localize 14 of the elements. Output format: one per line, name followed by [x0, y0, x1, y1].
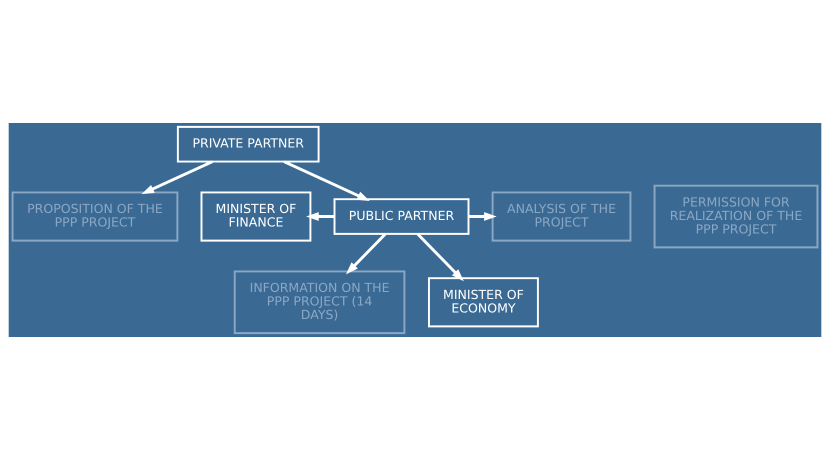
node-box: PUBLIC PARTNER [334, 198, 470, 234]
arrow [141, 160, 213, 194]
node-box: ANALYSIS OF THE PROJECT [492, 190, 632, 242]
node-box: PROPOSITION OF THE PPP PROJECT [12, 190, 178, 242]
node-box: INFORMATION ON THE PPP PROJECT (14 DAYS) [234, 270, 406, 334]
arrow [284, 160, 370, 200]
node-box: MINISTER OF FINANCE [200, 190, 312, 242]
arrow [416, 232, 464, 281]
node-box: PRIVATE PARTNER [176, 125, 320, 162]
arrow [468, 212, 497, 220]
arrow [306, 212, 334, 220]
node-box: MINISTER OF ECONOMY [428, 276, 539, 327]
node-box: PERMISSION FOR REALIZATION OF THE PPP PROJECT [654, 184, 818, 248]
arrow [346, 232, 386, 274]
